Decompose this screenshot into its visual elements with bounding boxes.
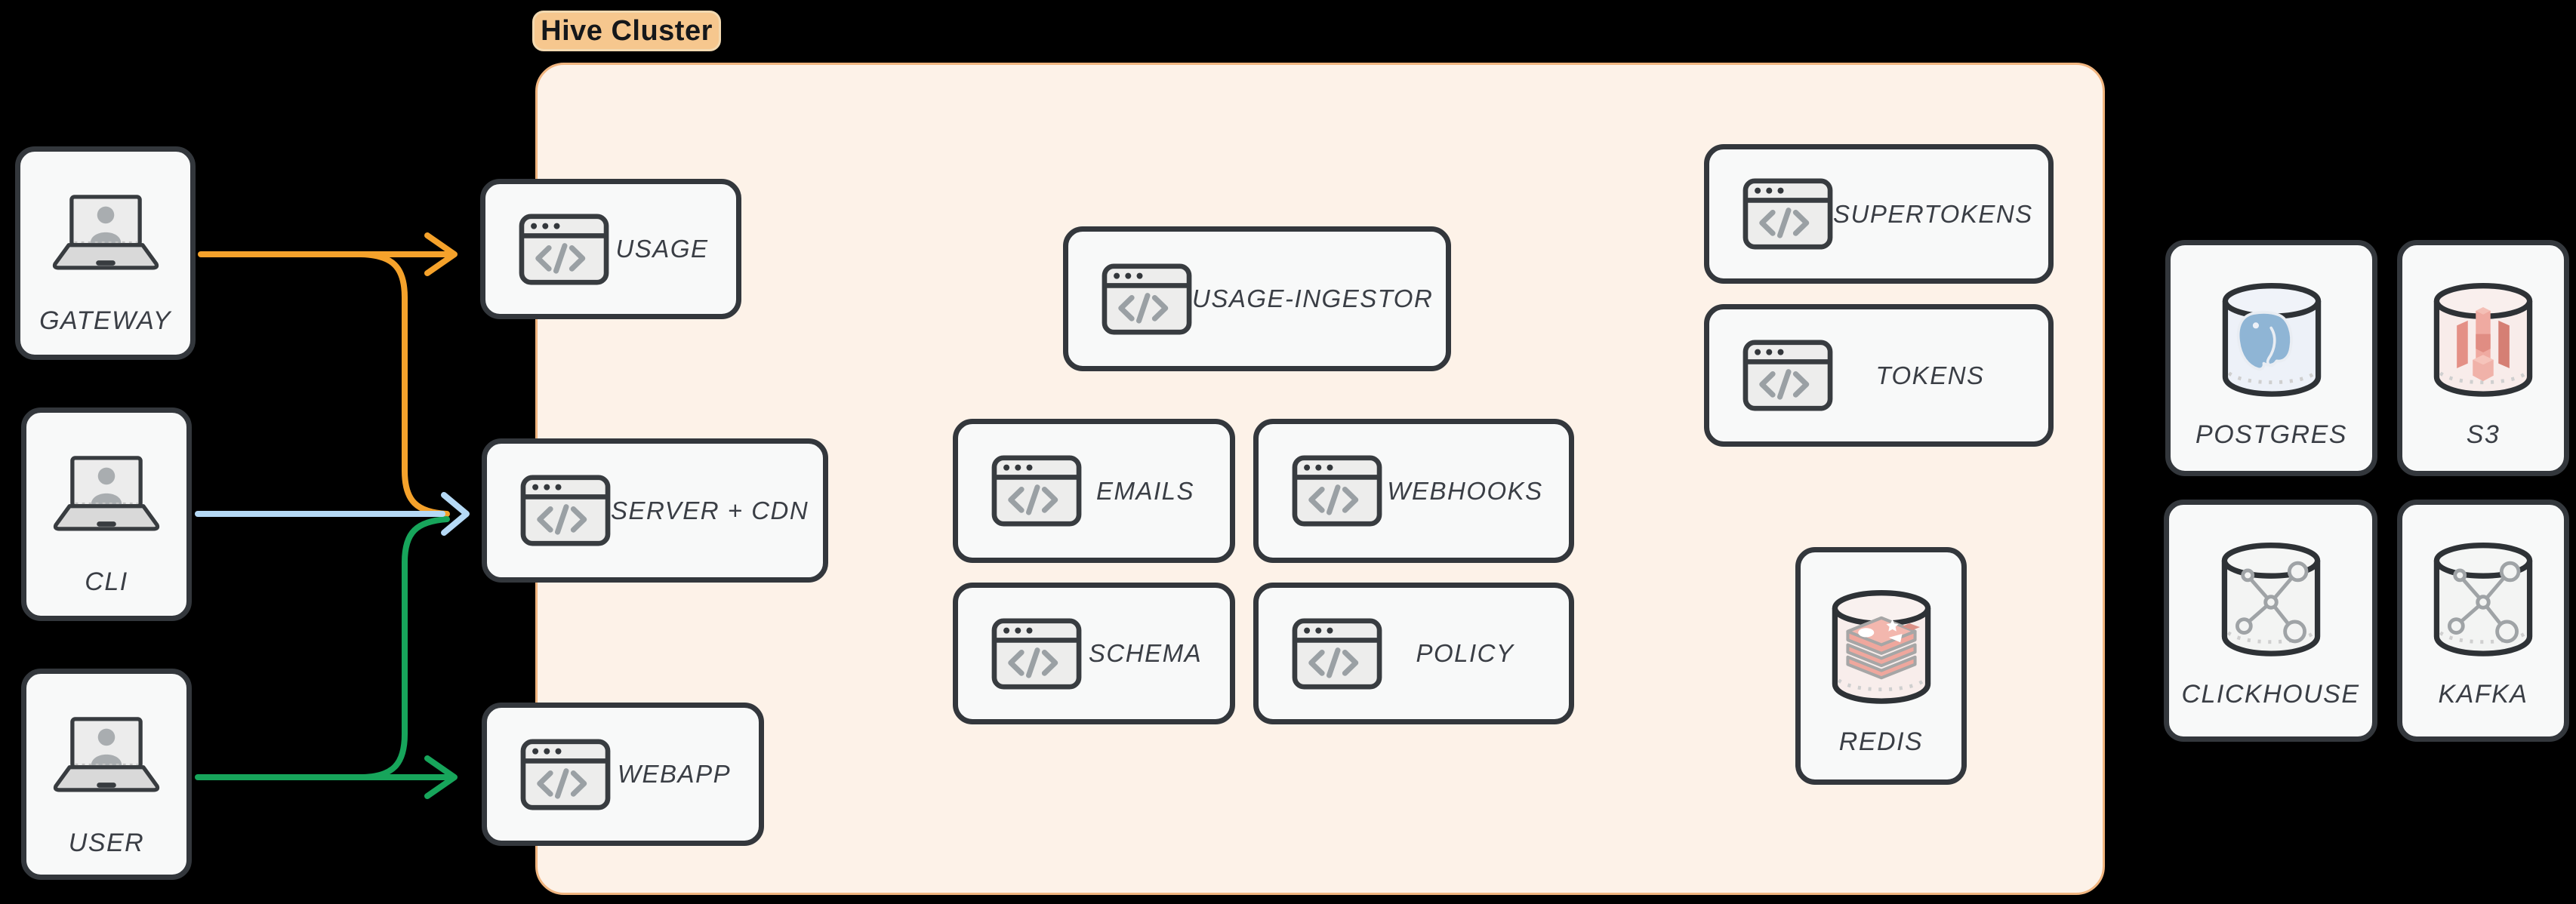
edge-gateway-server bbox=[358, 251, 450, 517]
node-tokens: TOKENS bbox=[1704, 304, 2054, 447]
code-window-icon bbox=[1292, 618, 1382, 690]
node-emails: EMAILS bbox=[953, 419, 1235, 563]
node-webapp: WEBAPP bbox=[482, 703, 764, 846]
node-clickhouse-label: CLICKHOUSE bbox=[2181, 680, 2360, 709]
node-policy-label: POLICY bbox=[1416, 639, 1514, 667]
node-server-cdn-label: SERVER + CDN bbox=[611, 496, 809, 524]
node-emails-label: EMAILS bbox=[1095, 476, 1195, 505]
postgres-database-icon bbox=[2220, 281, 2324, 401]
code-window-icon bbox=[520, 475, 611, 546]
laptop-user-icon bbox=[46, 194, 165, 279]
node-usage-label: USAGE bbox=[615, 235, 709, 263]
node-policy: POLICY bbox=[1253, 583, 1574, 724]
code-window-icon bbox=[1742, 340, 1833, 411]
edge-gateway-usage-arrowhead bbox=[424, 232, 458, 276]
node-schema: SCHEMA bbox=[953, 583, 1235, 724]
edge-user-webapp-arrowhead bbox=[424, 755, 458, 799]
node-supertokens: SUPERTOKENS bbox=[1704, 144, 2054, 284]
s3-database-icon bbox=[2431, 281, 2535, 401]
code-window-icon bbox=[991, 455, 1082, 527]
node-usage-ingestor: USAGE-INGESTOR bbox=[1063, 226, 1451, 371]
node-kafka: KAFKA bbox=[2397, 500, 2569, 742]
laptop-user-icon bbox=[47, 716, 166, 801]
node-gateway: GATEWAY bbox=[15, 146, 196, 360]
hive-cluster-badge: Hive Cluster bbox=[532, 11, 721, 51]
node-supertokens-label: SUPERTOKENS bbox=[1833, 199, 2033, 228]
node-postgres-label: POSTGRES bbox=[2195, 420, 2347, 449]
node-gateway-label: GATEWAY bbox=[39, 306, 171, 335]
node-user: USER bbox=[21, 669, 192, 880]
hive-cluster-badge-label: Hive Cluster bbox=[541, 14, 713, 47]
kafka-database-icon bbox=[2431, 541, 2535, 660]
edge-user-server bbox=[359, 516, 450, 780]
edge-cli-server-arrowhead bbox=[441, 492, 470, 536]
node-cli: CLI bbox=[21, 407, 192, 621]
code-window-icon bbox=[1742, 178, 1833, 250]
node-usage: USAGE bbox=[480, 179, 741, 319]
node-redis: REDIS bbox=[1795, 547, 1967, 785]
laptop-user-icon bbox=[47, 455, 166, 540]
code-window-icon bbox=[519, 214, 609, 285]
code-window-icon bbox=[520, 739, 611, 810]
node-tokens-label: TOKENS bbox=[1875, 361, 1985, 389]
code-window-icon bbox=[1102, 263, 1192, 335]
node-clickhouse: CLICKHOUSE bbox=[2164, 500, 2377, 742]
node-webhooks-label: WEBHOOKS bbox=[1387, 476, 1543, 505]
node-webhooks: WEBHOOKS bbox=[1253, 419, 1574, 563]
node-s3: S3 bbox=[2397, 240, 2569, 476]
node-redis-label: REDIS bbox=[1838, 727, 1924, 756]
clickhouse-database-icon bbox=[2219, 541, 2323, 660]
node-user-label: USER bbox=[68, 829, 145, 857]
node-server-cdn: SERVER + CDN bbox=[482, 438, 828, 583]
node-kafka-label: KAFKA bbox=[2438, 680, 2528, 709]
node-usage-ingestor-label: USAGE-INGESTOR bbox=[1192, 284, 1434, 312]
node-schema-label: SCHEMA bbox=[1088, 639, 1203, 667]
redis-database-icon bbox=[1829, 589, 1934, 708]
code-window-icon bbox=[991, 618, 1082, 690]
node-s3-label: S3 bbox=[2466, 420, 2501, 449]
node-webapp-label: WEBAPP bbox=[617, 760, 732, 788]
node-postgres: POSTGRES bbox=[2165, 240, 2377, 476]
node-cli-label: CLI bbox=[85, 567, 128, 596]
code-window-icon bbox=[1292, 455, 1382, 527]
